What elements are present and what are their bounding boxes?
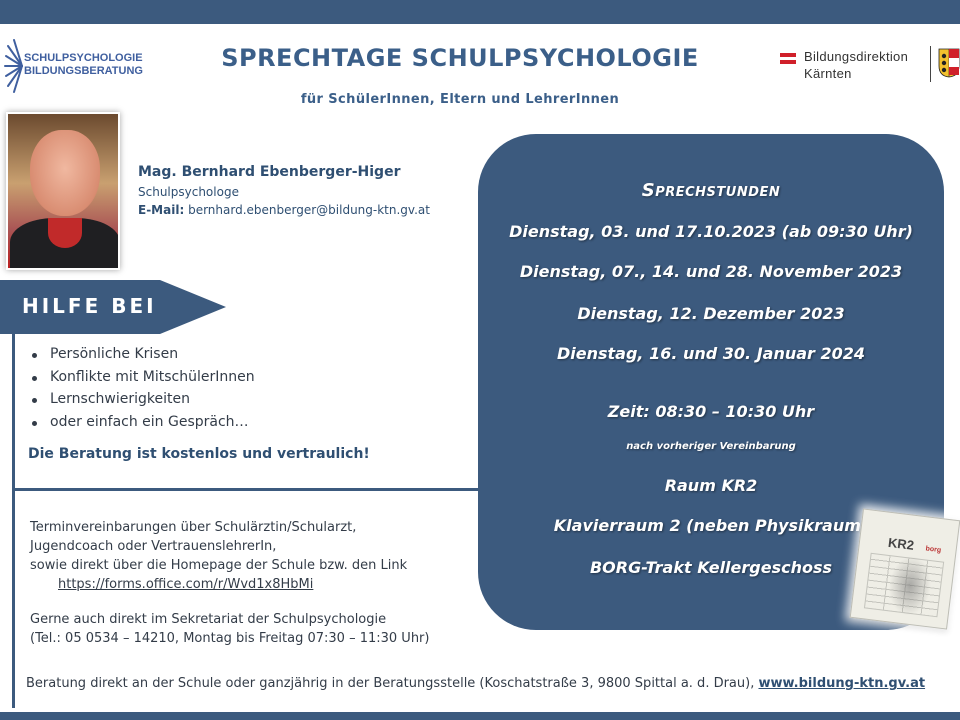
schedule-panel: Sprechstunden Dienstag, 03. und 17.10.20… — [478, 134, 944, 630]
sunburst-icon — [4, 39, 23, 93]
logo-right-line2: Kärnten — [804, 66, 852, 81]
footer-website-link[interactable]: www.bildung-ktn.gv.at — [758, 676, 926, 691]
top-bar — [0, 0, 960, 24]
room-name: Raum KR2 — [664, 476, 758, 495]
austria-flag-icon — [780, 53, 796, 64]
door-sign-blur — [885, 553, 935, 619]
booking-info: Terminvereinbarungen über Schulärztin/Sc… — [30, 518, 429, 648]
door-sign-label: KR2 — [887, 534, 915, 553]
schedule-date: Dienstag, 07., 14. und 28. November 2023 — [519, 262, 903, 281]
bullet-icon — [32, 353, 37, 358]
email-address[interactable]: bernhard.ebenberger@bildung-ktn.gv.at — [188, 203, 430, 217]
email-label: E-Mail: — [138, 203, 185, 217]
bottom-bar — [0, 712, 960, 720]
logo-left-line1: SCHULPSYCHOLOGIE — [24, 52, 143, 64]
footer-address: Beratung direkt an der Schule oder ganzj… — [26, 676, 759, 691]
bullet-icon — [32, 398, 37, 403]
schedule-date: Dienstag, 03. und 17.10.2023 (ab 09:30 U… — [509, 222, 913, 241]
schedule-date: Dienstag, 12. Dezember 2023 — [577, 304, 845, 323]
bullet-icon — [32, 420, 37, 426]
footer-text: Beratung direkt an der Schule oder ganzj… — [26, 676, 925, 691]
psychologist-photo — [6, 112, 120, 270]
room-location: BORG-Trakt Kellergeschoss — [589, 558, 833, 577]
schulpsychologie-logo: SCHULPSYCHOLOGIE BILDUNGSBERATUNG — [4, 36, 144, 96]
page-title: SPRECHTAGE SCHULPSYCHOLOGIE — [221, 44, 699, 72]
booking-line-4: Gerne auch direkt im Sekretariat der Sch… — [30, 612, 387, 627]
list-item: Konflikte mit MitschülerInnen — [32, 369, 255, 392]
hilfe-bei-banner — [0, 280, 226, 334]
section-divider — [12, 488, 478, 491]
bildungsdirektion-logo: Bildungsdirektion Kärnten — [780, 46, 960, 86]
psychologist-role: Schulpsychologe — [138, 185, 239, 199]
booking-form-link[interactable]: https://forms.office.com/r/Wvd1x8HbMi — [58, 577, 314, 592]
booking-line-1: Terminvereinbarungen über Schulärztin/Sc… — [30, 520, 357, 535]
booking-line-3: sowie direkt über die Homepage der Schul… — [30, 558, 408, 573]
list-item: Persönliche Krisen — [32, 346, 255, 369]
left-accent-line — [12, 334, 15, 708]
psychologist-email: E-Mail: bernhard.ebenberger@bildung-ktn.… — [138, 203, 430, 217]
list-item: oder einfach ein Gespräch… — [32, 414, 255, 437]
free-confidential-note: Die Beratung ist kostenlos und vertrauli… — [28, 446, 370, 462]
help-topic-list: Persönliche Krisen Konflikte mit Mitschü… — [32, 346, 255, 436]
schedule-heading: Sprechstunden — [641, 180, 781, 201]
carinthia-crest-icon — [938, 48, 960, 78]
logo-separator — [930, 46, 931, 82]
borg-logo: borg — [925, 545, 942, 555]
psychologist-name: Mag. Bernhard Ebenberger-Higer — [138, 164, 401, 180]
help-topic: Persönliche Krisen — [50, 346, 179, 362]
help-topic: Lernschwierigkeiten — [50, 391, 190, 407]
help-topic: Konflikte mit MitschülerInnen — [50, 368, 255, 385]
schedule-date: Dienstag, 16. und 30. Januar 2024 — [556, 344, 866, 363]
door-sign-photo: KR2 borg — [849, 508, 960, 630]
photo-face — [30, 130, 100, 216]
bullet-icon — [32, 375, 37, 381]
schedule-time: Zeit: 08:30 – 10:30 Uhr — [607, 402, 815, 421]
list-item: Lernschwierigkeiten — [32, 391, 255, 414]
appointment-note: nach vorheriger Vereinbarung — [626, 441, 796, 452]
logo-right-line1: Bildungsdirektion — [804, 49, 909, 64]
hilfe-bei-heading: HILFE BEI — [22, 294, 157, 318]
booking-line-5: (Tel.: 05 0534 – 14210, Montag bis Freit… — [30, 631, 430, 646]
page-subtitle: für SchülerInnen, Eltern und LehrerInnen — [300, 92, 620, 107]
room-detail: Klavierraum 2 (neben Physikraum) — [553, 516, 869, 535]
photo-collar — [48, 218, 82, 248]
booking-line-2: Jugendcoach oder VertrauenslehrerIn, — [30, 539, 277, 554]
logo-left-line2: BILDUNGSBERATUNG — [24, 65, 143, 77]
spacer — [30, 594, 429, 610]
help-topic: oder einfach ein Gespräch… — [50, 413, 249, 430]
